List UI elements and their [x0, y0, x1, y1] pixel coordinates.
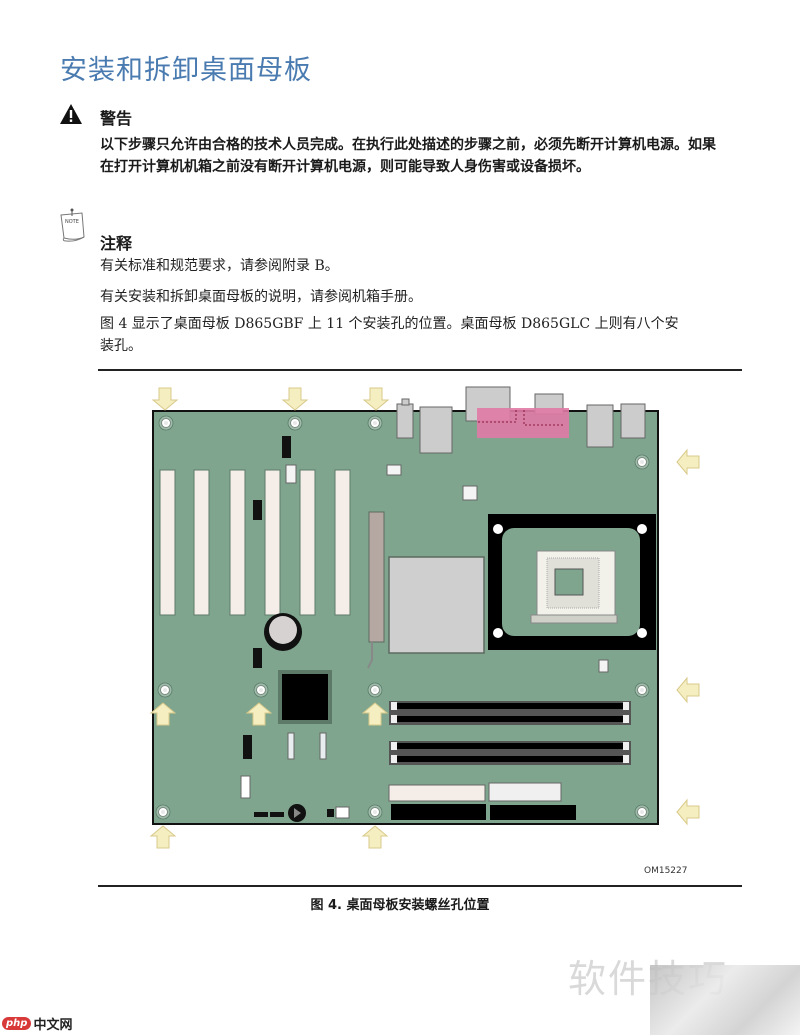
- figure-caption: 图 4. 桌面母板安装螺丝孔位置: [310, 898, 490, 913]
- note-heading: 注释: [100, 234, 133, 253]
- php-logo-icon: php: [2, 1017, 32, 1030]
- figure-bottom-rule: [98, 885, 742, 887]
- note-paragraph-figure: 图 4 显示了桌面母板 D865GBF 上 11 个安装孔的位置。桌面母板 D8…: [100, 316, 679, 354]
- note-paper-icon: NOTE: [60, 208, 85, 242]
- site-logo[interactable]: php 中文网: [2, 1014, 72, 1033]
- warning-text: 以下步骤只允许由合格的技术人员完成。在执行此处描述的步骤之前，必须先断开计算机电…: [100, 137, 716, 175]
- figure-code: OM15227: [644, 866, 688, 876]
- svg-text:NOTE: NOTE: [65, 219, 79, 225]
- page-title: 安装和拆卸桌面母板: [60, 55, 312, 86]
- pci-slots: [159, 469, 351, 616]
- warning-triangle-icon: [60, 104, 82, 124]
- site-name: 中文网: [33, 1018, 73, 1033]
- watermark-blur: [650, 965, 800, 1035]
- motherboard-diagram: [150, 386, 700, 849]
- figure-top-rule: [98, 369, 742, 371]
- note-paragraph-chassis: 有关安装和拆卸桌面母板的说明，请参阅机箱手册。: [100, 289, 422, 305]
- warning-heading: 警告: [100, 109, 133, 128]
- note-paragraph-appendix: 有关标准和规范要求，请参阅附录 B。: [100, 258, 339, 274]
- dimm-slots: [389, 701, 631, 765]
